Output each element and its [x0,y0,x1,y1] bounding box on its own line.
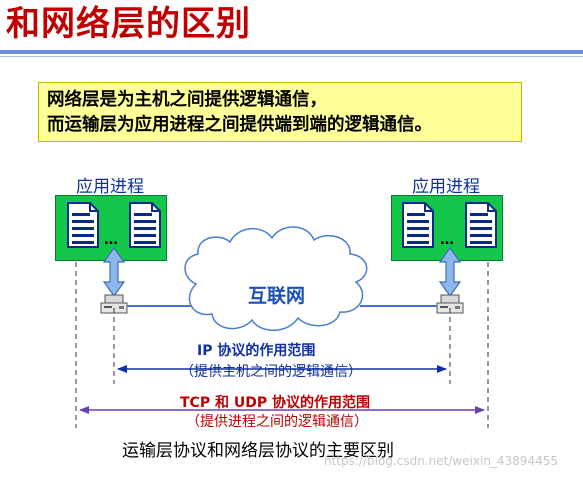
tcp-udp-range-title: TCP 和 UDP 协议的作用范围 [180,395,370,411]
left-updown-arrow [102,246,126,298]
title-rule-thin [0,56,583,57]
right-process-label: 应用进程 [412,177,480,197]
left-host-ellipsis: … [104,232,118,248]
title-rule [0,50,583,54]
right-updown-arrow [438,246,462,298]
watermark: https://blog.csdn.net/weixin_43894455 [324,454,559,468]
summary-line-1: 网络层是为主机之间提供逻辑通信， [47,90,327,110]
summary-note: 网络层是为主机之间提供逻辑通信， 而运输层为应用进程之间提供端到端的逻辑通信。 [38,82,522,142]
tcp-udp-range-subtitle: （提供进程之间的逻辑通信） [186,414,368,430]
ip-range-title: IP 协议的作用范围 [197,343,316,359]
ip-range-subtitle: （提供主机之间的逻辑通信） [180,364,362,380]
right-host-ellipsis: … [440,232,454,248]
left-process-doc-icon-1 [67,202,99,248]
internet-cloud [184,226,368,331]
figure-caption: 运输层协议和网络层协议的主要区别 [122,441,394,461]
left-process-label: 应用进程 [76,177,144,197]
internet-label: 互联网 [248,285,306,307]
right-process-doc-icon-2 [465,202,497,248]
slide-title: 和网络层的区别 [6,4,251,44]
left-process-doc-icon-2 [129,202,161,248]
summary-line-2: 而运输层为应用进程之间提供端到端的逻辑通信。 [47,115,432,135]
right-process-doc-icon-1 [402,202,434,248]
